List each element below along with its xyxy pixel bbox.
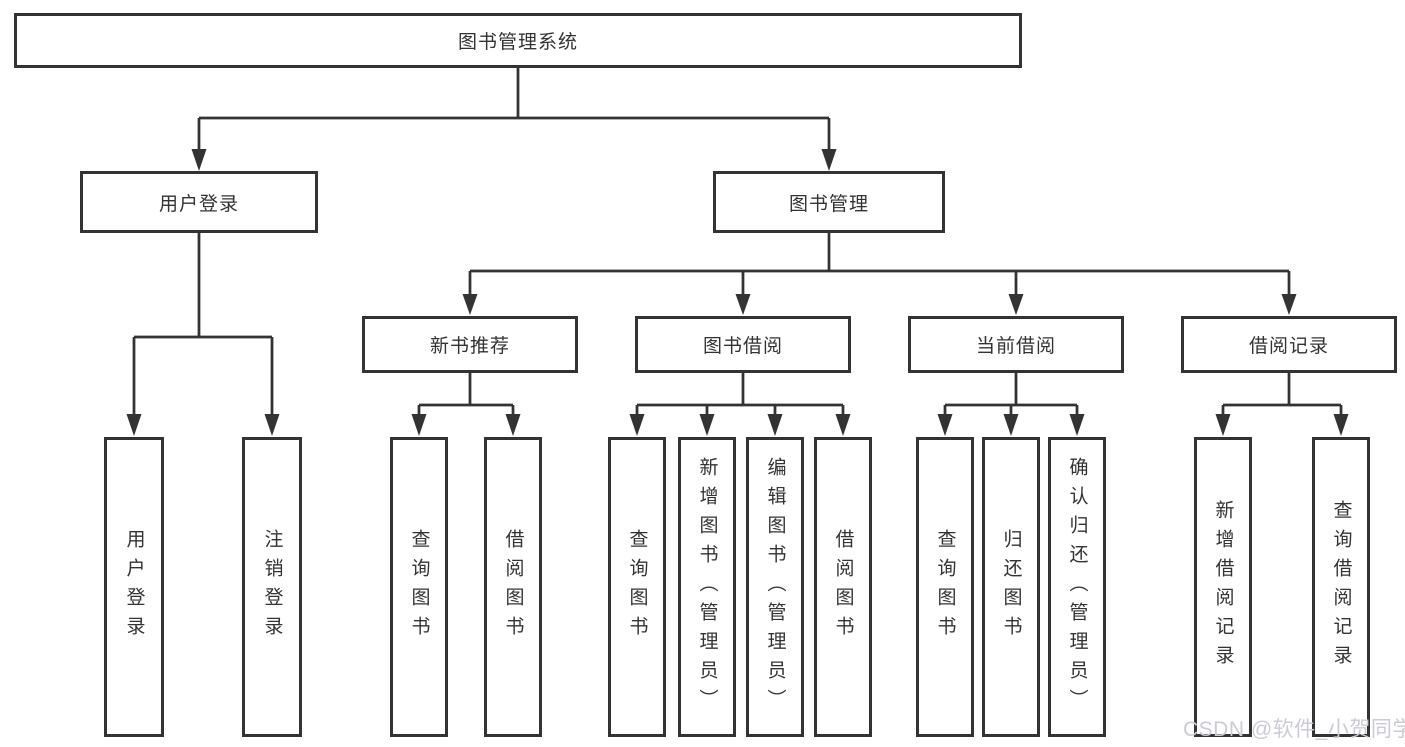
node-library-management-system: 图书管理系统: [14, 13, 1022, 68]
node-label: 编辑图书（管理员）: [764, 456, 786, 718]
arrowhead-icon: [1008, 294, 1024, 315]
leaf-query-books-recommend: 查询图书: [390, 437, 448, 737]
arrowhead-icon: [767, 414, 783, 436]
node-label: 借阅图书: [502, 529, 524, 645]
node-book-borrowing: 图书借阅: [635, 316, 851, 373]
arrowhead-icon: [1281, 294, 1297, 315]
node-user-login: 用户登录: [80, 171, 318, 233]
arrowhead-icon: [191, 149, 207, 171]
arrowhead-icon: [735, 294, 751, 315]
node-label: 查询图书: [408, 529, 430, 645]
connector-current-borrow-children: [937, 373, 1085, 436]
arrowhead-icon: [835, 414, 851, 436]
node-label: 借阅图书: [832, 529, 854, 645]
node-current-borrowing: 当前借阅: [908, 316, 1124, 373]
connector-book-borrow-children: [629, 373, 851, 436]
leaf-borrow-books-recommend: 借阅图书: [484, 437, 542, 737]
connector-book-mgmt-to-level3: [462, 233, 1297, 315]
arrowhead-icon: [937, 414, 953, 436]
node-label: 图书借阅: [702, 336, 783, 357]
node-label: 图书管理: [788, 193, 869, 215]
node-new-book-recommendation: 新书推荐: [362, 316, 578, 373]
node-label: 查询图书: [934, 529, 956, 645]
arrowhead-icon: [126, 414, 142, 436]
node-label: 用户登录: [123, 529, 145, 645]
leaf-confirm-return-admin: 确认归还（管理员）: [1048, 437, 1106, 737]
arrowhead-icon: [411, 414, 427, 436]
connector-new-rec-children: [411, 373, 521, 436]
arrowhead-icon: [462, 294, 478, 315]
arrowhead-icon: [1215, 414, 1231, 436]
watermark: CSDN @软件_小贺同学: [1183, 718, 1405, 741]
leaf-query-books-current: 查询图书: [916, 437, 974, 737]
connector-root-to-level2: [191, 68, 837, 171]
leaf-query-borrow-record: 查询借阅记录: [1312, 437, 1370, 737]
leaf-add-books-admin: 新增图书（管理员）: [678, 437, 736, 737]
arrowhead-icon: [821, 149, 837, 171]
node-label: 归还图书: [1000, 529, 1022, 645]
connector-borrow-records-children: [1215, 373, 1349, 436]
node-label: 当前借阅: [975, 336, 1056, 357]
arrowhead-icon: [505, 414, 521, 436]
connector-user-login-children: [126, 233, 280, 436]
node-label: 确认归还（管理员）: [1066, 456, 1088, 718]
leaf-borrow-books: 借阅图书: [814, 437, 872, 737]
node-book-management: 图书管理: [713, 171, 945, 233]
node-label: 新增借阅记录: [1212, 500, 1234, 674]
leaf-return-books: 归还图书: [982, 437, 1040, 737]
leaf-query-books-borrowing: 查询图书: [608, 437, 666, 737]
node-label: 图书管理系统: [457, 32, 578, 53]
arrowhead-icon: [629, 414, 645, 436]
arrowhead-icon: [699, 414, 715, 436]
node-label: 借阅记录: [1248, 336, 1329, 357]
leaf-add-borrow-record: 新增借阅记录: [1194, 437, 1252, 737]
arrowhead-icon: [1069, 414, 1085, 436]
arrowhead-icon: [264, 414, 280, 436]
node-borrowing-records: 借阅记录: [1181, 316, 1397, 373]
node-label: 查询借阅记录: [1330, 500, 1352, 674]
leaf-logout: 注销登录: [242, 437, 302, 737]
arrowhead-icon: [1003, 414, 1019, 436]
leaf-edit-books-admin: 编辑图书（管理员）: [746, 437, 804, 737]
leaf-user-login: 用户登录: [104, 437, 164, 737]
node-label: 新书推荐: [429, 336, 510, 357]
node-label: 用户登录: [158, 193, 239, 215]
node-label: 新增图书（管理员）: [696, 456, 718, 718]
node-label: 注销登录: [261, 529, 283, 645]
node-label: 查询图书: [626, 529, 648, 645]
arrowhead-icon: [1333, 414, 1349, 436]
